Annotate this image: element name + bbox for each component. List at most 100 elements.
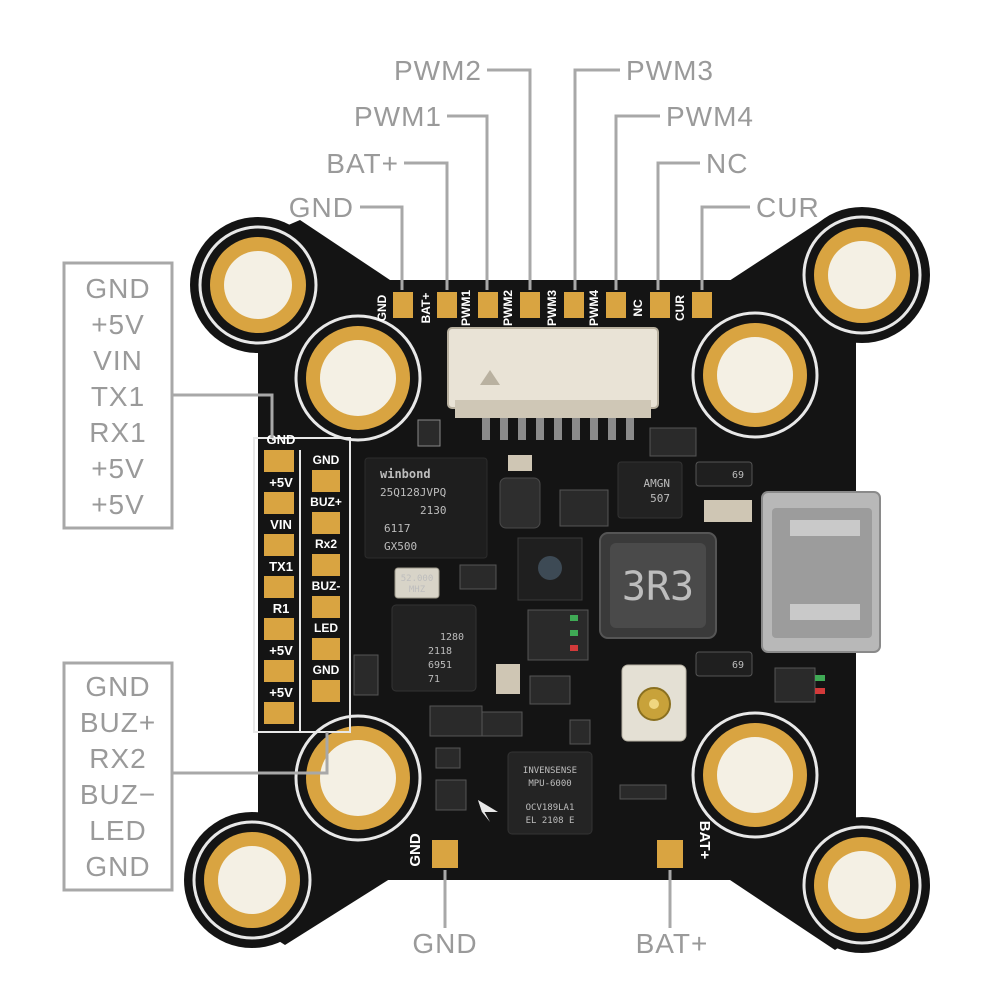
left-outer-pads — [264, 450, 294, 724]
mount-holes — [204, 227, 910, 933]
silk-bottom-gnd: GND — [407, 833, 424, 867]
left-upper-5v-b: +5V — [91, 453, 145, 484]
silk-top-pwm1: PWM1 — [459, 290, 473, 326]
silk-bottom-batp: BAT+ — [696, 821, 713, 860]
silk-top-nc: NC — [631, 299, 645, 317]
imu-brand: INVENSENSE — [523, 766, 577, 776]
inductor: 3R3 — [599, 532, 717, 639]
regulator-line-1: AMGN — [644, 477, 671, 490]
left-box-upper: GND +5V VIN TX1 RX1 +5V +5V — [62, 261, 174, 530]
callout-gnd: GND — [289, 192, 354, 223]
callout-pwm2: PWM2 — [394, 55, 482, 86]
silk-left-5v-c: +5V — [269, 685, 293, 700]
silk-top-pwm4: PWM4 — [587, 290, 601, 326]
bottom-pads: GND BAT+ — [407, 821, 713, 868]
mcu-line-4: 71 — [428, 674, 440, 685]
capacitor-block — [499, 477, 583, 601]
orientation-arrow-icon — [478, 800, 498, 822]
left-upper-gnd: GND — [85, 273, 150, 304]
pad-top-pwm4 — [606, 292, 626, 318]
top-pad-row — [393, 292, 712, 318]
crystal-freq: 52.000 — [401, 574, 434, 584]
pad-top-cur — [692, 292, 712, 318]
silk-left-5v-a: +5V — [269, 475, 293, 490]
left-outer-silk: GND +5V VIN TX1 R1 +5V +5V — [267, 432, 296, 700]
crystal-unit: MHZ — [409, 585, 426, 595]
silk-left-5v-b: +5V — [269, 643, 293, 658]
silk-inner-buzp: BUZ+ — [310, 495, 342, 509]
silk-inner-buzm: BUZ- — [312, 579, 341, 593]
diode-bottom: 69 — [695, 651, 753, 677]
left-inner-silk: GND BUZ+ Rx2 BUZ- LED GND — [310, 453, 342, 677]
pad-top-nc — [650, 292, 670, 318]
pad-top-pwm3 — [564, 292, 584, 318]
flash-brand: winbond — [380, 467, 431, 481]
left-lower-gnd: GND — [85, 671, 150, 702]
top-pad-silk: GND BAT+ PWM1 PWM2 PWM3 PWM4 NC CUR — [375, 290, 687, 326]
crystal: 52.000 MHZ — [394, 567, 440, 599]
left-upper-5v-a: +5V — [91, 309, 145, 340]
silk-left-vin: VIN — [270, 517, 292, 532]
mcu-line-3: 6951 — [428, 660, 452, 671]
motor-connector — [447, 327, 659, 440]
outer-hole-bottom-left — [204, 832, 300, 928]
inductor-label: 3R3 — [622, 564, 694, 610]
silk-inner-gnd-2: GND — [313, 663, 340, 677]
imu-model: MPU-6000 — [528, 779, 571, 789]
left-upper-rx1: RX1 — [89, 417, 146, 448]
small-components — [353, 419, 825, 811]
left-lower-buzm: BUZ− — [80, 779, 156, 810]
left-pad-frame — [253, 437, 351, 733]
flash-line-1: 25Q128JVPQ — [380, 486, 446, 499]
top-callouts: PWM2 PWM3 PWM1 PWM4 BAT+ NC GND CUR — [289, 55, 820, 223]
left-upper-5v-c: +5V — [91, 489, 145, 520]
regulator-line-2: 507 — [650, 492, 670, 505]
diode-top-label: 69 — [732, 470, 744, 481]
flash-line-2: 2130 — [420, 504, 447, 517]
left-box-lower: GND BUZ+ RX2 BUZ− LED GND — [62, 661, 174, 892]
antenna-connector — [621, 664, 687, 742]
silk-left-tx1: TX1 — [269, 559, 293, 574]
callout-cur: CUR — [756, 192, 820, 223]
silk-top-pwm2: PWM2 — [501, 290, 515, 326]
silk-inner-gnd: GND — [313, 453, 340, 467]
pad-bottom-gnd — [432, 840, 458, 868]
silk-top-gnd: GND — [375, 294, 389, 321]
outer-hole-top-right — [814, 227, 910, 323]
left-upper-tx1: TX1 — [91, 381, 145, 412]
diode-top: 69 — [695, 461, 753, 487]
inner-hole-top-left — [294, 314, 422, 442]
pad-top-pwm1 — [478, 292, 498, 318]
mcu-line-1: 1280 — [440, 632, 464, 643]
silk-top-pwm3: PWM3 — [545, 290, 559, 326]
usb-port — [761, 491, 881, 653]
left-inner-pads — [312, 470, 340, 702]
outer-hole-bottom-right — [814, 837, 910, 933]
pad-top-gnd — [393, 292, 413, 318]
callout-nc: NC — [706, 148, 748, 179]
imu-line-3: OCV189LA1 — [526, 803, 575, 813]
inner-hole-bottom-right — [691, 711, 819, 839]
callout-pwm3: PWM3 — [626, 55, 714, 86]
callout-pwm4: PWM4 — [666, 101, 754, 132]
inner-hole-top-right — [691, 311, 819, 439]
inner-hole-bottom-left — [294, 714, 422, 842]
callout-batp: BAT+ — [326, 148, 399, 179]
flash-chip: winbond 25Q128JVPQ 2130 6117 GX500 — [364, 457, 488, 559]
left-lower-rx2: RX2 — [89, 743, 146, 774]
left-upper-vin: VIN — [93, 345, 143, 376]
imu-chip: INVENSENSE MPU-6000 OCV189LA1 EL 2108 E — [507, 751, 593, 835]
pad-top-batp — [437, 292, 457, 318]
imu-line-4: EL 2108 E — [526, 816, 575, 826]
leader-lines — [172, 68, 750, 928]
left-lower-gnd-2: GND — [85, 851, 150, 882]
silk-inner-led: LED — [314, 621, 338, 635]
silk-inner-rx2: Rx2 — [315, 537, 337, 551]
regulator-chip: AMGN 507 — [617, 461, 683, 519]
left-lower-led: LED — [89, 815, 146, 846]
outer-hole-top-left — [210, 237, 306, 333]
left-lower-buzp: BUZ+ — [80, 707, 156, 738]
mcu-chip: 1280 2118 6951 71 — [391, 604, 477, 692]
flash-line-4: GX500 — [384, 540, 417, 553]
